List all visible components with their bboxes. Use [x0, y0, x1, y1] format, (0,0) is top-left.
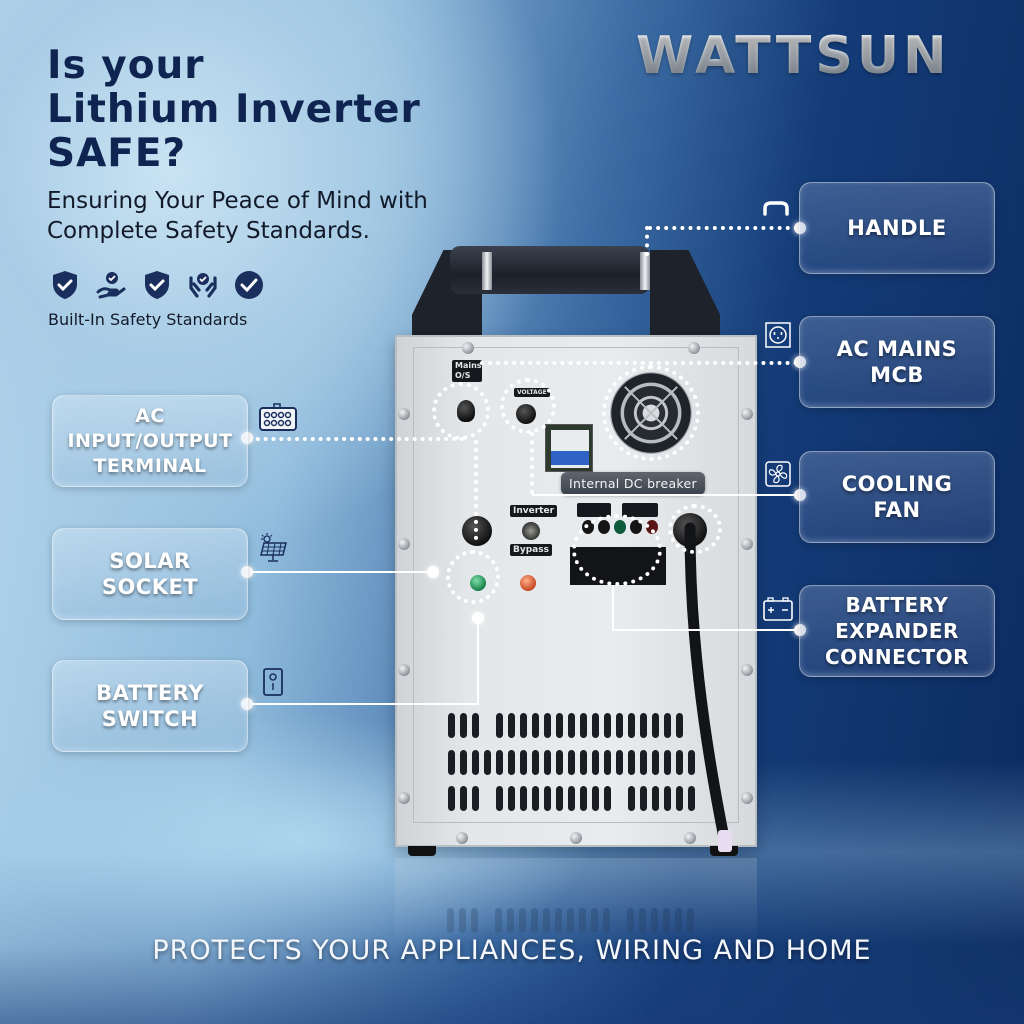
internal-dc-breaker-label: Internal DC breaker: [561, 472, 705, 495]
screw: [741, 664, 753, 676]
screw: [741, 408, 753, 420]
subheadline: Ensuring Your Peace of Mind with Complet…: [47, 186, 428, 246]
cooling-fan-connector: [532, 494, 798, 496]
shield-check-icon: [50, 270, 80, 300]
brand-logo: WATTSUN: [636, 26, 951, 86]
subheadline-line-1: Ensuring Your Peace of Mind with: [47, 188, 428, 214]
terminal-block-icon: [259, 403, 297, 431]
expander-terminal-ring: [572, 514, 662, 586]
expander-dot: [794, 624, 806, 636]
solar-connector: [248, 571, 432, 573]
fan-ring: [602, 365, 700, 461]
inverter-bypass-toggle: [522, 522, 540, 540]
callout-battery-switch[interactable]: BATTERY SWITCH: [52, 660, 248, 752]
ac-io-connector: [248, 437, 464, 441]
battery-switch-dot: [241, 698, 253, 710]
callout-handle[interactable]: HANDLE: [799, 182, 995, 274]
screw: [741, 792, 753, 804]
vent-row: [448, 786, 695, 811]
ac-io-dot: [241, 432, 253, 444]
handle-arm-right: [650, 250, 720, 340]
handle-ring: [640, 252, 650, 290]
battery-cable: [684, 522, 732, 852]
inverter-tag: Inverter: [510, 505, 558, 517]
hands-care-icon: [188, 270, 218, 300]
headline: Is your Lithium Inverter SAFE?: [47, 44, 421, 176]
hand-badge-icon: [96, 270, 126, 300]
callout-battery-expander-connector[interactable]: BATTERY EXPANDER CONNECTOR: [799, 585, 995, 677]
dc-breaker: [545, 424, 593, 472]
screw: [456, 832, 468, 844]
screw: [741, 538, 753, 550]
expander-connector: [612, 585, 614, 630]
expander-connector: [612, 629, 798, 631]
screw: [570, 832, 582, 844]
ac-io-ring: [432, 382, 490, 440]
shield-check-icon: [142, 270, 172, 300]
callout-solar-socket[interactable]: SOLAR SOCKET: [52, 528, 248, 620]
expander-port-ring: [668, 504, 722, 554]
headline-line-3: SAFE?: [47, 131, 187, 176]
callout-ac-input-output-terminal[interactable]: AC INPUT/OUTPUT TERMINAL: [52, 395, 248, 487]
circle-check-icon: [234, 270, 264, 300]
safety-caption: Built-In Safety Standards: [48, 310, 248, 329]
battery-switch-connector: [477, 618, 479, 704]
battery-switch-target-dot: [472, 612, 484, 624]
solar-dot: [241, 566, 253, 578]
screw: [398, 664, 410, 676]
tagline: PROTECTS YOUR APPLIANCES, WIRING AND HOM…: [152, 935, 872, 966]
bypass-tag: Bypass: [510, 544, 552, 556]
subheadline-line-2: Complete Safety Standards.: [47, 218, 370, 244]
dc-breaker-connector: [530, 432, 534, 494]
screw: [688, 342, 700, 354]
callout-cooling-fan[interactable]: COOLING FAN: [799, 451, 995, 543]
solar-target-dot: [427, 566, 439, 578]
handle-ring: [482, 252, 492, 290]
switch-icon: [263, 668, 283, 696]
headline-line-2: Lithium Inverter: [47, 87, 421, 132]
red-indicator-lamp: [520, 575, 536, 591]
vent-row: [448, 713, 683, 738]
voltage-ring: [500, 378, 556, 434]
vent-row: [448, 750, 695, 775]
handle-dot: [794, 222, 806, 234]
battery-icon: [763, 597, 793, 621]
solar-panel-icon: [260, 533, 287, 562]
screw: [398, 408, 410, 420]
panel-frame: [413, 347, 739, 823]
battery-switch-connector: [248, 703, 479, 705]
handle-connector: [648, 226, 798, 230]
screw: [462, 342, 474, 354]
battery-tag: [577, 503, 611, 517]
power-socket-icon: [765, 322, 791, 348]
handle-connector: [645, 226, 649, 256]
device-foot: [408, 846, 436, 856]
ac-io-connector: [474, 440, 478, 540]
callout-ac-mains-mcb[interactable]: AC MAINS MCB: [799, 316, 995, 408]
headline-line-1: Is your: [47, 43, 205, 88]
fan-icon: [765, 461, 791, 487]
ac-mains-connector: [480, 361, 798, 365]
screw: [398, 792, 410, 804]
screw: [398, 538, 410, 550]
solar-ring: [446, 550, 500, 604]
safety-icons-row: [50, 270, 264, 300]
screw: [684, 832, 696, 844]
handle-icon: [763, 201, 789, 216]
ac-mains-dot: [794, 356, 806, 368]
cooling-fan-dot: [794, 489, 806, 501]
mains-tag: Mains O/S: [452, 360, 482, 382]
device-reflection: [395, 858, 757, 948]
handle-grip: [450, 246, 650, 294]
expander-tag: [622, 503, 658, 517]
